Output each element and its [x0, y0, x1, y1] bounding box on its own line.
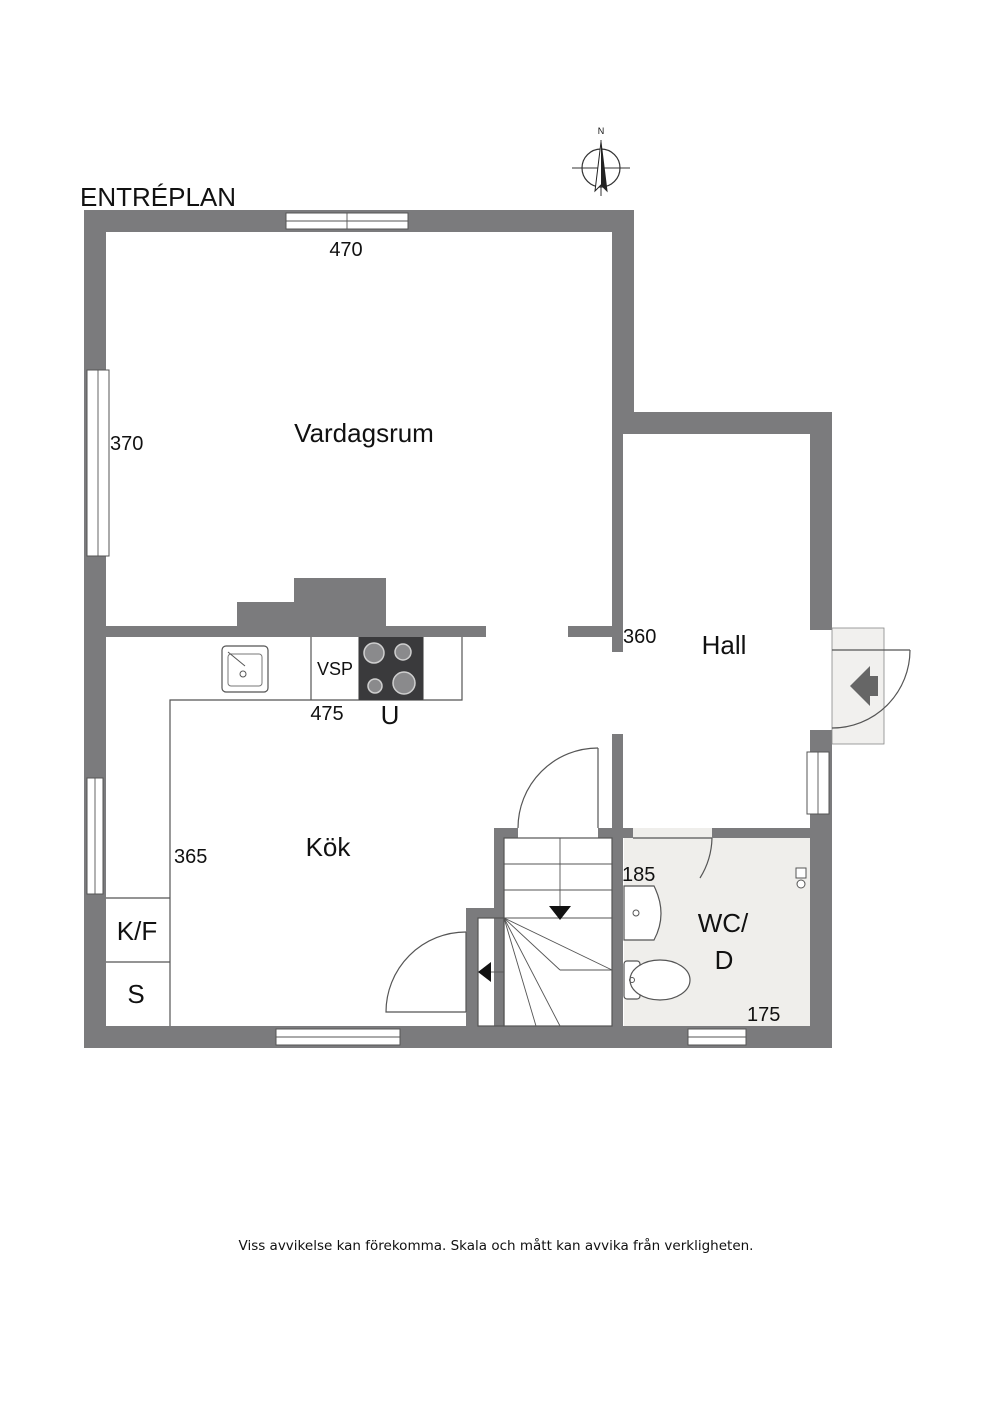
stair-left-arrow-icon — [478, 962, 491, 982]
compass-north-label: N — [598, 126, 605, 136]
entrance-door — [810, 627, 911, 745]
stove-icon — [359, 637, 423, 700]
room-label-hall: Hall — [702, 630, 747, 660]
shower-icon — [795, 867, 807, 889]
window-top — [285, 212, 409, 230]
room-label-kok: Kök — [306, 832, 352, 862]
dimension-kok-width: 475 — [310, 703, 343, 725]
appliance-label-fridge-freezer: K/F — [117, 916, 157, 946]
window-left-living — [86, 369, 110, 557]
kitchen-lower-door — [385, 931, 467, 1013]
compass-icon — [572, 140, 630, 196]
plan-title: ENTRÉPLAN — [80, 182, 236, 212]
dimension-wc-depth: 185 — [622, 864, 655, 886]
stair-door — [517, 747, 599, 829]
window-right-hall — [806, 751, 830, 815]
disclaimer-text: Viss avvikelse kan förekomma. Skala och … — [238, 1238, 754, 1254]
wc-door — [633, 837, 713, 879]
appliance-label-oven: U — [381, 700, 400, 730]
window-bottom-wc — [687, 1028, 747, 1046]
appliance-label-dishwasher: VSP — [317, 659, 353, 679]
dimension-vardagsrum-depth: 370 — [110, 433, 143, 455]
entrance-arrow-icon — [850, 666, 878, 706]
sink-icon — [221, 645, 269, 693]
stair-down-arrow-icon — [549, 906, 571, 920]
dimension-wc-width: 175 — [747, 1004, 780, 1026]
dimension-hall-depth: 360 — [623, 626, 656, 648]
window-bottom-kitchen — [275, 1028, 401, 1046]
washbasin-icon — [623, 885, 662, 941]
window-left-kitchen — [86, 777, 104, 895]
room-label-wc-line2: D — [715, 945, 734, 975]
interior-walls — [106, 434, 810, 1028]
staircase — [477, 837, 613, 1027]
room-label-vardagsrum: Vardagsrum — [294, 418, 434, 448]
room-label-wc-line1: WC/ — [698, 908, 749, 938]
appliance-label-cabinet: S — [127, 979, 144, 1009]
dimension-kok-depth: 365 — [174, 846, 207, 868]
dimension-vardagsrum-width: 470 — [329, 239, 362, 261]
toilet-icon — [623, 959, 691, 1001]
